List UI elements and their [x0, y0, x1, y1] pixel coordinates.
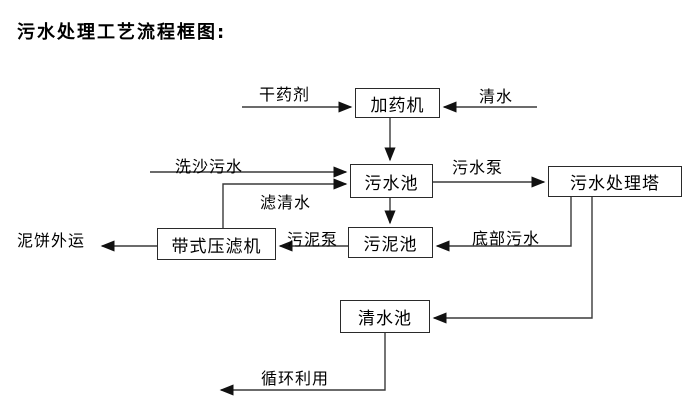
arrow-bottom-sewage-to-sludge-pool [435, 197, 572, 252]
node-belt-filter-press-label: 带式压滤机 [171, 236, 262, 257]
arrow-filtered-water-to-sewage-pool [222, 178, 348, 228]
flow-label-clean-water: 清水 [479, 87, 514, 106]
node-sludge-pool-label: 污泥池 [363, 235, 418, 255]
node-sewage-pool-label: 污水池 [364, 173, 419, 194]
flow-label-filtered-water: 滤清水 [260, 193, 312, 212]
flow-label-sand-wash-sewage: 洗沙污水 [175, 157, 244, 176]
page-title: 污水处理工艺流程框图: [17, 22, 227, 43]
node-sludge-pool: 污泥池 [348, 227, 433, 258]
node-clear-water-pool-label: 清水池 [358, 309, 412, 329]
flow-label-bottom-sewage: 底部污水 [472, 229, 541, 248]
node-treatment-tower: 污水处理塔 [548, 166, 682, 197]
node-belt-filter-press: 带式压滤机 [157, 228, 276, 260]
flow-label-mud-cake-out: 泥饼外运 [17, 231, 86, 250]
node-dosing-machine: 加药机 [355, 88, 440, 118]
flow-label-dry-chemical: 干药剂 [259, 85, 311, 104]
flow-label-sewage-pump: 污水泵 [452, 158, 504, 177]
flow-label-recycling: 循环利用 [261, 369, 330, 388]
arrow-clear-water-pool-to-recycle [219, 333, 386, 396]
node-clear-water-pool: 清水池 [340, 300, 430, 333]
node-dosing-machine-label: 加药机 [370, 95, 425, 116]
node-sewage-pool: 污水池 [350, 164, 433, 198]
arrow-tower-to-clear-water-pool [432, 197, 593, 324]
node-treatment-tower-label: 污水处理塔 [570, 174, 660, 194]
flow-label-sludge-pump: 污泥泵 [287, 230, 339, 249]
